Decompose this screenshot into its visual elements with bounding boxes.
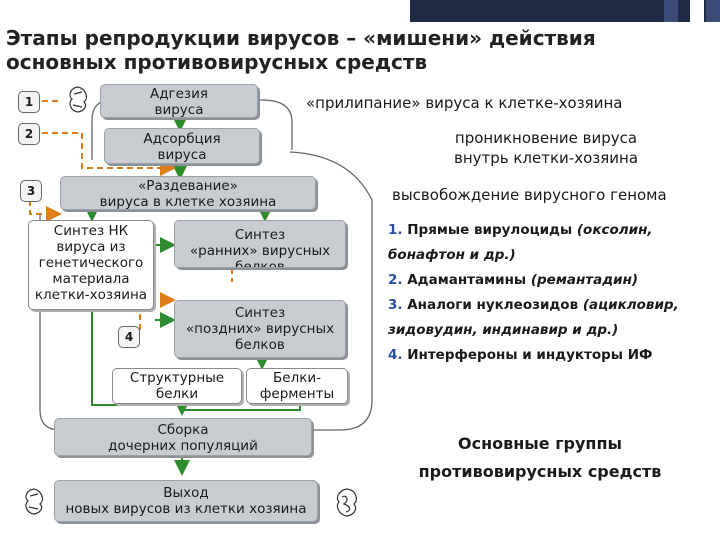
stage-adsorption: Адсорбция вируса: [104, 128, 260, 164]
box-line: клетки-хозяина: [34, 287, 148, 303]
box-line: Белки-: [273, 370, 321, 386]
stage-early-proteins: Синтез «ранних» вирусных белков: [174, 220, 346, 268]
stage-late-proteins: Синтез «поздних» вирусных белков: [174, 300, 346, 358]
box-line: вируса: [154, 102, 204, 118]
annotation-line: проникновение вируса: [454, 129, 638, 147]
box-line: Сборка: [157, 422, 209, 438]
stage-structural-proteins: Структурные белки: [112, 368, 242, 404]
stage-uncoating: «Раздевание» вируса в клетке хозяина: [60, 176, 316, 210]
summary-line: противовирусных средств: [418, 462, 662, 481]
stage-assembly: Сборка дочерних популяций: [54, 418, 312, 456]
stage-adhesion: Адгезия вируса: [100, 84, 258, 118]
list-number: 1.: [388, 222, 403, 238]
top-decor-square: [690, 0, 704, 22]
box-line: Синтез НК: [53, 223, 129, 239]
list-text: Прямые вирулоциды: [402, 222, 577, 238]
summary-caption: Основные группы противовирусных средств: [395, 430, 685, 486]
box-line: ферменты: [259, 386, 335, 402]
box-line: белков: [235, 259, 285, 268]
box-line: Адсорбция: [143, 131, 221, 147]
stage-enzyme-proteins: Белки- ферменты: [246, 368, 348, 404]
box-line: вируса: [157, 147, 207, 163]
box-line: Структурные: [129, 370, 225, 386]
box-line: Синтез: [234, 227, 286, 243]
box-line: новых вирусов из клетки хозяина: [65, 501, 307, 517]
top-decor-square: [664, 0, 678, 22]
top-decor-bar: [0, 0, 720, 22]
step-number: 4: [118, 326, 140, 348]
box-line: белки: [155, 386, 199, 402]
drug-groups-list: 1. Прямые вирулоциды (оксолин, бонафтон …: [388, 218, 718, 368]
box-line: «ранних» вирусных: [189, 243, 331, 259]
flow-arrow: [182, 402, 301, 411]
box-line: дочерних популяций: [108, 438, 258, 454]
list-item: 4. Интерфероны и индукторы ИФ: [388, 343, 718, 368]
step-number: 3: [20, 180, 42, 202]
box-line: «поздних» вирусных: [185, 321, 335, 337]
list-number: 3.: [388, 297, 403, 313]
step-number: 2: [18, 123, 40, 145]
top-decor-square: [706, 0, 720, 22]
title-line: основных противовирусных средств: [6, 50, 428, 74]
top-decor-band: [410, 0, 720, 22]
box-line: материала: [52, 271, 130, 287]
virus-icon: [69, 86, 88, 113]
virus-icon: [336, 488, 357, 517]
list-text: Адамантамины: [402, 272, 531, 288]
box-line: генетического: [38, 255, 144, 271]
virus-icon: [25, 488, 44, 515]
box-line: вируса в клетке хозяина: [99, 194, 277, 210]
annotation-line: внутрь клетки-хозяина: [453, 149, 639, 167]
list-text: Аналоги нуклеозидов: [402, 297, 583, 313]
box-line: Синтез: [234, 305, 286, 321]
list-number: 2.: [388, 272, 403, 288]
target-line: [42, 132, 176, 176]
box-line: Выход: [163, 485, 209, 501]
list-item: 2. Адамантамины (ремантадин): [388, 268, 718, 293]
flow-arrow: [91, 310, 182, 406]
list-examples: (ацикловир, зидовудин, индинавир и др.): [388, 297, 679, 338]
annotation-attachment: «прилипание» вируса к клетке-хозяина: [306, 94, 623, 112]
list-item: 3. Аналоги нуклеозидов (ацикловир, зидов…: [388, 293, 718, 343]
target-line: [29, 200, 62, 222]
title-line: Этапы репродукции вирусов – «мишени» дей…: [6, 26, 596, 50]
annotation-release: высвобождение вирусного генома: [392, 186, 667, 204]
list-text: Интерфероны и индукторы ИФ: [402, 347, 653, 363]
summary-line: Основные группы: [457, 434, 623, 453]
list-examples: (ремантадин): [530, 272, 639, 288]
page-title: Этапы репродукции вирусов – «мишени» дей…: [6, 26, 706, 74]
stage-nucleic-acid-synthesis: Синтез НК вируса из генетического матери…: [28, 220, 154, 310]
box-line: Адгезия: [149, 86, 209, 102]
annotation-penetration: проникновение вируса внутрь клетки-хозяи…: [426, 128, 666, 168]
box-line: вируса из: [56, 239, 126, 255]
box-line: белков: [235, 337, 285, 353]
stage-exit: Выход новых вирусов из клетки хозяина: [54, 480, 318, 522]
list-item: 1. Прямые вирулоциды (оксолин, бонафтон …: [388, 218, 718, 268]
box-line: «Раздевание»: [138, 178, 238, 194]
step-number: 1: [18, 91, 40, 113]
list-number: 4.: [388, 347, 403, 363]
list-examples: (оксолин, бонафтон и др.): [388, 222, 653, 263]
